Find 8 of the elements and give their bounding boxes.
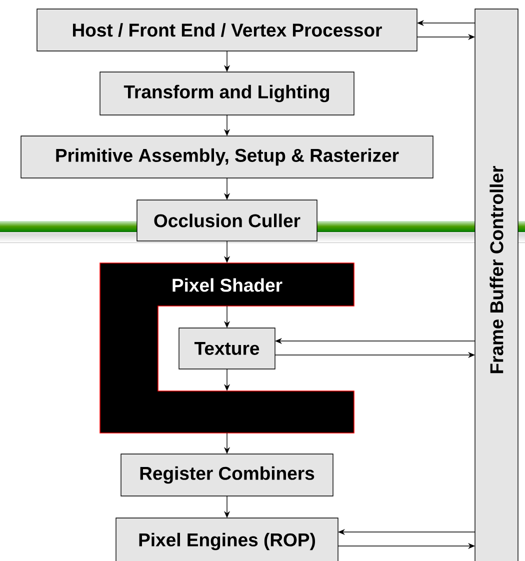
process-box: Transform and Lighting — [100, 72, 354, 116]
process-box: Pixel Engines (ROP) — [116, 518, 338, 561]
process-box: Primitive Assembly, Setup & Rasterizer — [20, 136, 434, 178]
process-box: Register Combiners — [120, 454, 334, 496]
process-box: Texture — [178, 328, 276, 370]
process-box: Host / Front End / Vertex Processor — [36, 8, 418, 52]
process-box: Occlusion Culler — [136, 200, 318, 242]
controller-bar: Frame Buffer Controller — [474, 8, 518, 561]
